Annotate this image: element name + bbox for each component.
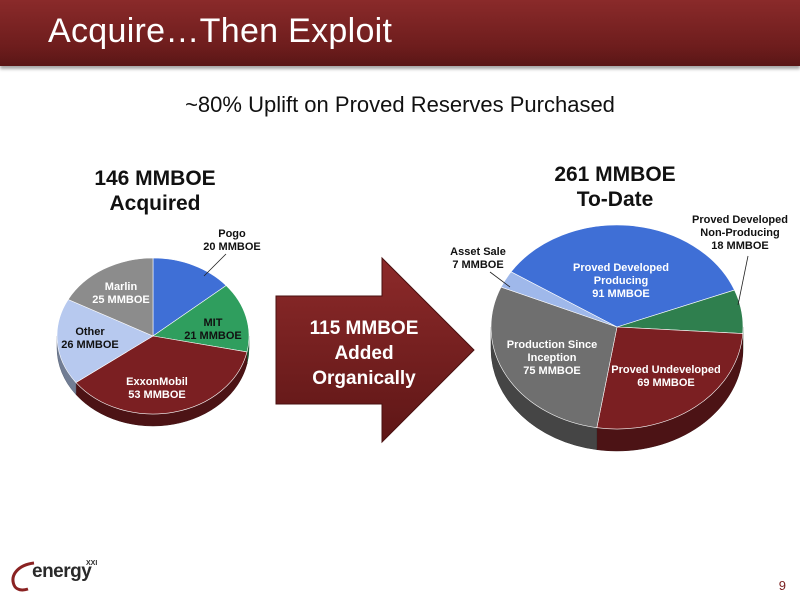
- pie0-slice-2: [75, 335, 248, 415]
- pie1-slice-3: [490, 286, 618, 429]
- slide-title: Acquire…Then Exploit: [48, 12, 393, 50]
- pie1-leader-pd-non-producing: [737, 255, 749, 306]
- arrow-label-line-1: 115 MMBOE: [309, 318, 419, 339]
- pie1-slice-4: [500, 271, 618, 328]
- pie0-slice-3: [56, 299, 154, 383]
- energy-xxi-logo: energy XXI: [8, 557, 108, 593]
- left-chart-title: 146 MMBOE Acquired: [60, 166, 250, 216]
- left-chart-title-line-1: 146 MMBOE: [94, 167, 216, 190]
- pie0-leader-pogo: [203, 253, 227, 277]
- arrow-label: 115 MMBOE Added Organically: [284, 316, 444, 391]
- pie0-slice-4: [67, 257, 154, 337]
- right-chart-title: 261 MMBOE To-Date: [520, 162, 710, 212]
- pie1-slice-0: [510, 224, 735, 328]
- pie0-slice-1: [152, 285, 250, 353]
- pie1-slice-2: [596, 326, 744, 430]
- arrow-shape: [275, 256, 475, 444]
- arrow-label-line-3: Organically: [312, 368, 416, 389]
- logo-swoosh-icon: [11, 561, 35, 592]
- pie1-leader-asset-sale: [489, 271, 511, 288]
- slide-subtitle: ~80% Uplift on Proved Reserves Purchased: [185, 92, 615, 117]
- title-bar: Acquire…Then Exploit: [0, 0, 800, 66]
- right-chart-title-line-1: 261 MMBOE: [554, 163, 676, 186]
- arrow-label-line-2: Added: [334, 343, 394, 364]
- page-number: 9: [778, 578, 786, 593]
- pie0-slice-0: [152, 257, 227, 337]
- left-chart-title-line-2: Acquired: [109, 192, 201, 215]
- right-chart-title-line-2: To-Date: [576, 188, 654, 211]
- logo-superscript: XXI: [86, 560, 98, 567]
- logo-word: energy: [32, 561, 92, 582]
